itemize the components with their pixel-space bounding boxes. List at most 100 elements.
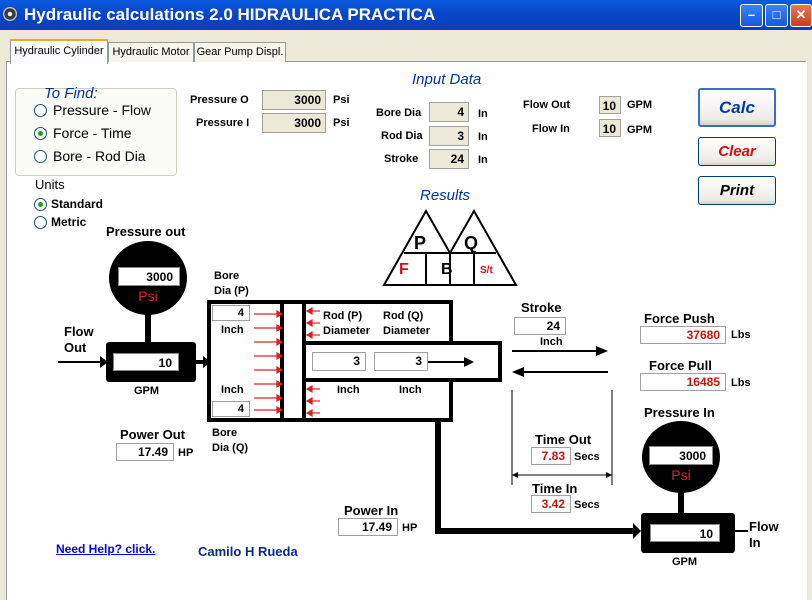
force-pull-value[interactable]: 16485 bbox=[640, 373, 726, 391]
tab-gear-pump[interactable]: Gear Pump Displ. bbox=[194, 42, 286, 62]
tab-strip-line bbox=[6, 61, 806, 62]
minimize-button[interactable]: – bbox=[740, 4, 763, 27]
formula-b: B bbox=[441, 261, 453, 278]
power-out-label: Power Out bbox=[120, 427, 186, 442]
pressure-out-value[interactable]: 3000 bbox=[118, 267, 180, 286]
radio-label-standard[interactable]: Standard bbox=[51, 197, 104, 211]
window-title: Hydraulic calculations 2.0 HIDRAULICA PR… bbox=[24, 5, 436, 24]
force-push-label: Force Push bbox=[644, 311, 715, 326]
radio-label-pressure-flow[interactable]: Pressure - Flow bbox=[53, 102, 152, 118]
power-in-value[interactable]: 17.49 bbox=[338, 518, 398, 536]
power-out-unit: HP bbox=[178, 447, 194, 459]
flow-out-gpm-value[interactable]: 10 bbox=[113, 353, 179, 371]
bore-q-label-2: Dia (Q) bbox=[212, 442, 249, 454]
radio-force-time[interactable] bbox=[34, 127, 47, 140]
rod-dia-unit: In bbox=[478, 131, 488, 143]
rod-dia-label: Rod Dia bbox=[381, 130, 423, 142]
radio-label-bore-rod-dia[interactable]: Bore - Rod Dia bbox=[53, 148, 146, 164]
time-in-unit: Secs bbox=[574, 499, 600, 511]
flow-out-label: Flow Out bbox=[523, 99, 571, 111]
app-icon[interactable] bbox=[3, 7, 17, 21]
help-link[interactable]: Need Help? click. bbox=[56, 542, 156, 556]
maximize-icon: □ bbox=[772, 7, 781, 22]
input-data-title: Input Data bbox=[412, 71, 482, 88]
maximize-button[interactable]: □ bbox=[765, 4, 788, 27]
formula-q: Q bbox=[464, 233, 479, 253]
radio-label-metric[interactable]: Metric bbox=[51, 215, 87, 229]
stroke-diagram-label: Stroke bbox=[521, 300, 562, 315]
pressure-out-label: Pressure out bbox=[106, 224, 186, 239]
title-bar[interactable] bbox=[0, 0, 812, 30]
pressure-i-input[interactable]: 3000 bbox=[262, 113, 326, 133]
flow-out-input[interactable]: 10 bbox=[599, 96, 621, 114]
time-in-value[interactable]: 3.42 bbox=[531, 495, 571, 513]
rod-q-value[interactable]: 3 bbox=[374, 352, 428, 371]
to-find-title: To Find: bbox=[44, 85, 98, 102]
stroke-label: Stroke bbox=[384, 153, 419, 165]
tab-hydraulic-cylinder[interactable]: Hydraulic Cylinder bbox=[10, 39, 108, 64]
power-in-label: Power In bbox=[344, 503, 399, 518]
bore-p-unit: Inch bbox=[221, 324, 244, 336]
rod-dia-input[interactable]: 3 bbox=[429, 126, 469, 146]
flow-in-diagram-label-2: In bbox=[749, 535, 761, 550]
print-button[interactable]: Print bbox=[698, 176, 776, 205]
calc-button[interactable]: Calc bbox=[698, 88, 776, 127]
rod-q-label-1: Rod (Q) bbox=[383, 310, 424, 322]
flow-in-label: Flow In bbox=[532, 123, 570, 135]
pressure-in-label: Pressure In bbox=[644, 405, 715, 420]
flow-in-gpm-unit: GPM bbox=[672, 556, 698, 568]
clear-button[interactable]: Clear bbox=[698, 137, 776, 166]
close-button[interactable]: ✕ bbox=[790, 4, 812, 27]
flow-in-diagram-label-1: Flow bbox=[749, 519, 779, 534]
radio-pressure-flow[interactable] bbox=[34, 104, 47, 117]
power-in-unit: HP bbox=[402, 522, 418, 534]
pressure-in-unit: Psi bbox=[671, 467, 691, 483]
flow-out-diagram-label-2: Out bbox=[64, 340, 87, 355]
bore-q-value[interactable]: 4 bbox=[212, 401, 250, 417]
author-label: Camilo H Rueda bbox=[198, 544, 298, 559]
rod-p-label-1: Rod (P) bbox=[323, 310, 363, 322]
results-title: Results bbox=[420, 187, 471, 204]
time-out-value[interactable]: 7.83 bbox=[531, 447, 571, 465]
time-out-label: Time Out bbox=[535, 432, 592, 447]
bore-p-value[interactable]: 4 bbox=[212, 305, 250, 321]
force-push-unit: Lbs bbox=[731, 329, 751, 341]
flow-in-input[interactable]: 10 bbox=[599, 119, 621, 137]
flow-out-diagram-label-1: Flow bbox=[64, 324, 94, 339]
flow-in-gpm-value[interactable]: 10 bbox=[650, 524, 720, 542]
stroke-diagram-value[interactable]: 24 bbox=[514, 317, 566, 335]
rod-q-unit: Inch bbox=[399, 384, 422, 396]
stroke-input[interactable]: 24 bbox=[429, 149, 469, 169]
units-title: Units bbox=[35, 177, 65, 192]
bore-dia-unit: In bbox=[478, 108, 488, 120]
pressure-o-label: Pressure O bbox=[190, 94, 249, 106]
rod-p-unit: Inch bbox=[337, 384, 360, 396]
bore-p-label-2: Dia (P) bbox=[214, 285, 249, 297]
flow-in-unit: GPM bbox=[627, 124, 653, 136]
stroke-diagram-unit: Inch bbox=[540, 336, 563, 348]
flow-out-gpm-unit: GPM bbox=[134, 385, 160, 397]
time-out-unit: Secs bbox=[574, 451, 600, 463]
formula-triangle-icon bbox=[382, 208, 518, 286]
radio-standard[interactable] bbox=[34, 198, 47, 211]
formula-f: F bbox=[399, 261, 409, 278]
radio-label-force-time[interactable]: Force - Time bbox=[53, 125, 132, 141]
bore-dia-input[interactable]: 4 bbox=[429, 102, 469, 122]
minimize-icon: – bbox=[747, 7, 756, 22]
tab-hydraulic-motor[interactable]: Hydraulic Motor bbox=[108, 42, 194, 62]
formula-p: P bbox=[414, 233, 427, 253]
bore-q-unit: Inch bbox=[221, 384, 244, 396]
rod-p-value[interactable]: 3 bbox=[312, 352, 366, 371]
radio-bore-rod-dia[interactable] bbox=[34, 150, 47, 163]
radio-metric[interactable] bbox=[34, 216, 47, 229]
power-out-value[interactable]: 17.49 bbox=[116, 443, 174, 461]
time-in-label: Time In bbox=[532, 481, 578, 496]
force-push-value[interactable]: 37680 bbox=[640, 326, 726, 344]
formula-st: S/t bbox=[480, 265, 493, 276]
pressure-in-value[interactable]: 3000 bbox=[649, 446, 713, 465]
pressure-o-input[interactable]: 3000 bbox=[262, 90, 326, 110]
pressure-out-unit: Psi bbox=[138, 288, 158, 304]
bore-q-label-1: Bore bbox=[212, 427, 238, 439]
pressure-o-unit: Psi bbox=[333, 94, 350, 106]
flow-out-unit: GPM bbox=[627, 99, 653, 111]
